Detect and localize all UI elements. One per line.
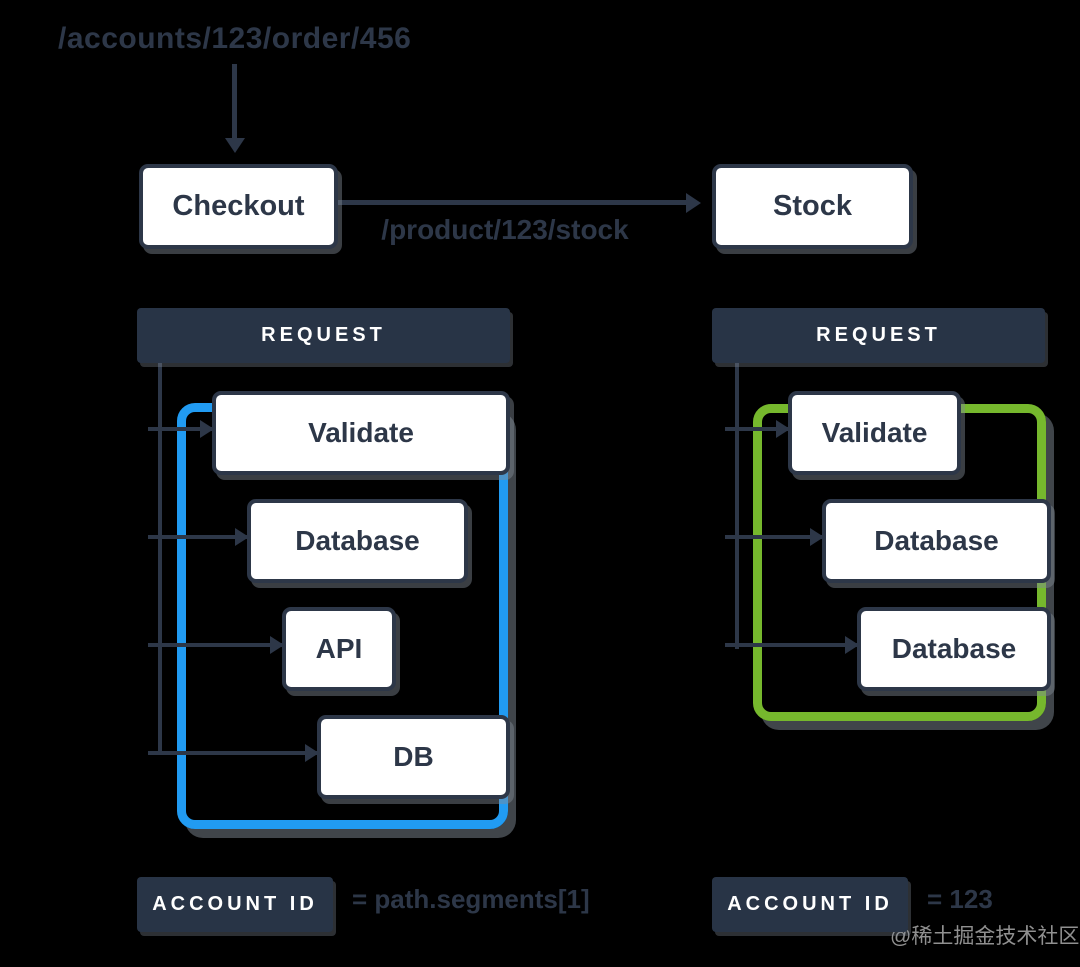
arrowhead-icon [810, 528, 824, 546]
node-db: DB [317, 715, 510, 799]
node-stock: Stock [712, 164, 913, 249]
left-request-header: REQUEST [137, 308, 510, 363]
checkout-to-stock-path-label: /product/123/stock [381, 214, 629, 245]
right-branch-line [725, 643, 857, 647]
incoming-request-path-label: /accounts/123/order/456 [58, 22, 412, 55]
arrowhead-icon [200, 420, 214, 438]
right-trunk-line [735, 363, 739, 649]
node-checkout: Checkout [139, 164, 338, 249]
left-account-id-tag: ACCOUNT ID [137, 877, 333, 932]
arrow-down-icon [225, 138, 245, 153]
connector-path-to-checkout [232, 64, 237, 140]
arrowhead-icon [270, 636, 284, 654]
right-branch-line [725, 427, 788, 431]
right-request-header: REQUEST [712, 308, 1045, 363]
node-validate-right: Validate [788, 391, 961, 475]
arrowhead-icon [235, 528, 249, 546]
right-account-id-value: = 123 [927, 884, 993, 914]
left-branch-line [148, 643, 282, 647]
left-branch-line [148, 427, 212, 431]
arrowhead-icon [776, 420, 790, 438]
arrowhead-icon [845, 636, 859, 654]
left-branch-line [148, 535, 247, 539]
left-branch-line [148, 751, 317, 755]
right-account-id-tag: ACCOUNT ID [712, 877, 908, 932]
right-branch-line [725, 535, 822, 539]
node-database-right-2: Database [857, 607, 1051, 691]
node-validate-left: Validate [212, 391, 510, 475]
node-database-right-1: Database [822, 499, 1051, 583]
left-account-id-value: = path.segments[1] [352, 884, 590, 914]
watermark-text: @稀土掘金技术社区 [890, 925, 1080, 948]
left-trunk-line [158, 363, 162, 755]
node-api: API [282, 607, 396, 691]
node-database-left: Database [247, 499, 468, 583]
connector-checkout-to-stock [334, 200, 694, 205]
arrowhead-icon [305, 744, 319, 762]
arrow-right-icon [686, 193, 701, 213]
